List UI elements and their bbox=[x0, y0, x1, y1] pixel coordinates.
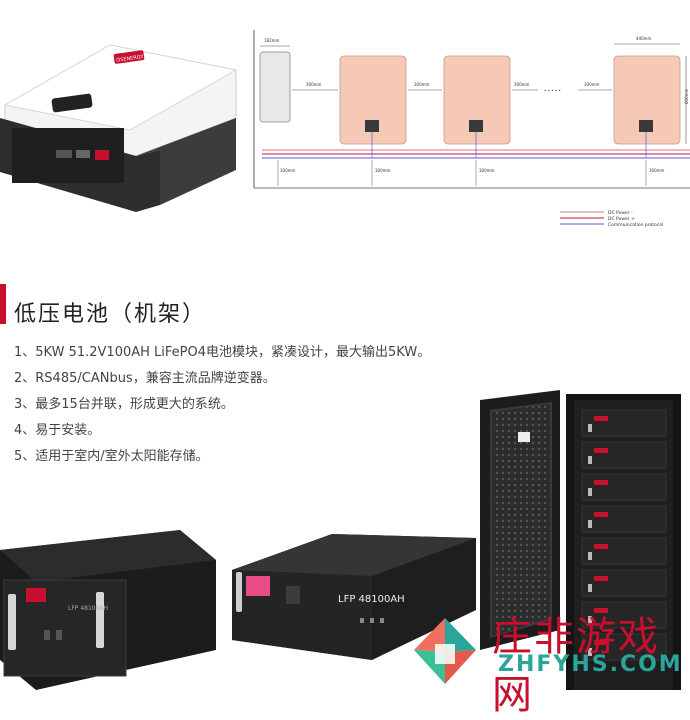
ellipsis: • • • • • bbox=[544, 88, 561, 93]
inverter-brand: OSENERGY bbox=[116, 54, 145, 64]
bottom-label: 300mm bbox=[375, 168, 391, 173]
installation-diagram: 182mm 300mm 300mm 300mm • • • • • 300mm … bbox=[253, 30, 690, 228]
legend-comm: Communication protocol bbox=[608, 222, 663, 228]
module-label-mid: LFP 48100AH bbox=[338, 594, 405, 605]
bottom-label: 300mm bbox=[280, 168, 296, 173]
watermark-en: ZHFYHS.COM bbox=[498, 652, 683, 677]
legend-dc-minus: DC Power - bbox=[608, 210, 633, 216]
height-label: 600mm bbox=[684, 88, 689, 104]
bottom-label: 300mm bbox=[649, 168, 665, 173]
legend-dc-plus: DC Power + bbox=[608, 216, 635, 222]
width-label-right: 440mm bbox=[636, 36, 652, 41]
module-label-left: LFP 48100AH bbox=[68, 605, 108, 612]
battery-module-left-image: LFP 48100AH bbox=[0, 530, 216, 690]
watermark-logo-icon bbox=[414, 618, 476, 684]
gap-label: 300mm bbox=[514, 82, 530, 87]
width-label-left: 182mm bbox=[264, 38, 280, 43]
list-item: 4、易于安装。 bbox=[14, 423, 101, 438]
battery-module-mid-image: LFP 48100AH bbox=[232, 534, 476, 660]
gap-label: 300mm bbox=[306, 82, 322, 87]
list-item: 3、最多15台并联，形成更大的系统。 bbox=[14, 397, 234, 412]
heading-accent-bar bbox=[0, 284, 6, 324]
inverter-image: OSENERGY bbox=[0, 44, 238, 212]
list-item: 2、RS485/CANbus，兼容主流品牌逆变器。 bbox=[14, 371, 276, 386]
list-item: 5、适用于室内/室外太阳能存储。 bbox=[14, 449, 209, 464]
bottom-label: 300mm bbox=[479, 168, 495, 173]
gap-label: 300mm bbox=[584, 82, 600, 87]
section-title: 低压电池（机架） bbox=[14, 302, 207, 327]
rack-cabinet-image bbox=[480, 390, 681, 690]
feature-list: 1、5KW 51.2V100AH LiFePO4电池模块，紧凑设计，最大输出5K… bbox=[14, 340, 430, 470]
gap-label: 300mm bbox=[414, 82, 430, 87]
list-item: 1、5KW 51.2V100AH LiFePO4电池模块，紧凑设计，最大输出5K… bbox=[14, 345, 431, 360]
